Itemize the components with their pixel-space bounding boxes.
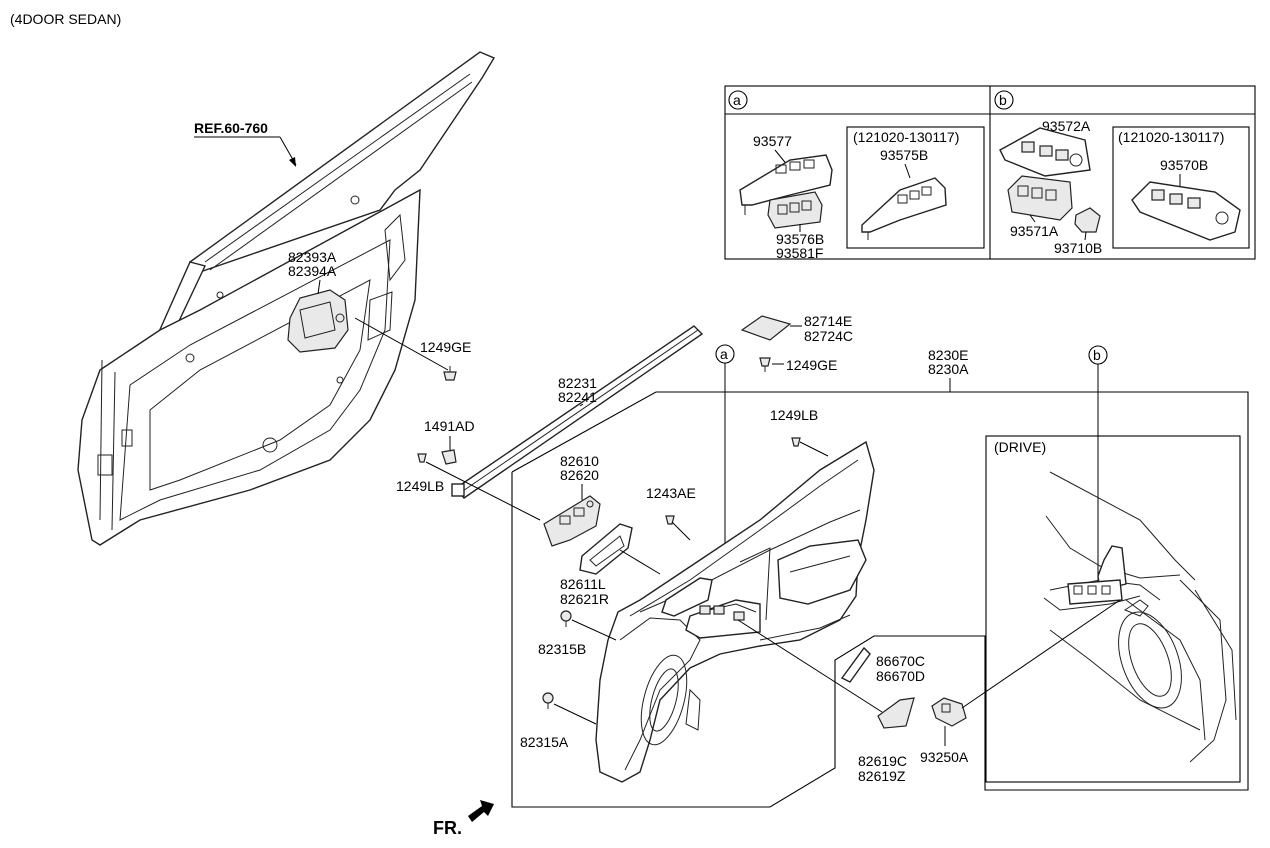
reflector-86670c <box>840 646 871 683</box>
label-82619c: 82619C <box>858 753 907 769</box>
label-93577: 93577 <box>753 133 792 149</box>
switch-bezel-93575b <box>861 177 947 240</box>
inside-handle-82610 <box>543 495 601 547</box>
label-86670c: 86670C <box>876 653 925 669</box>
screw-1249ge-top <box>759 357 771 372</box>
handle-bezel-82611l <box>579 523 633 575</box>
page-title: (4DOOR SEDAN) <box>10 11 121 27</box>
inset-a-marker: a <box>733 92 741 108</box>
label-1491ad: 1491AD <box>424 418 475 434</box>
label-1249ge-top: 1249GE <box>786 357 837 373</box>
switch-93250a <box>931 697 967 727</box>
label-93570b: 93570B <box>1160 157 1208 173</box>
label-8230a: 8230A <box>928 361 969 377</box>
door-trim-panel <box>595 440 875 783</box>
label-82394a: 82394A <box>288 263 337 279</box>
label-82621r: 82621R <box>560 591 609 607</box>
clip-82315b <box>560 610 572 627</box>
weatherstrip-82231 <box>451 325 704 499</box>
trim-assembly-boundary <box>511 391 1249 808</box>
label-82231: 82231 <box>558 375 597 391</box>
label-93572a: 93572A <box>1042 118 1091 134</box>
label-93576b: 93576B <box>776 231 824 247</box>
label-1243ae: 1243AE <box>646 485 696 501</box>
label-82620: 82620 <box>560 467 599 483</box>
label-1249lb-right: 1249LB <box>770 407 818 423</box>
switch-assembly-93570b <box>1131 181 1241 241</box>
switch-93571a <box>1007 175 1073 221</box>
inset-b-date-range: (121020-130117) <box>1118 129 1224 145</box>
label-93575b: 93575B <box>880 147 928 163</box>
drive-inset-frame <box>985 435 1241 783</box>
label-82714e: 82714E <box>804 313 852 329</box>
label-82241: 82241 <box>558 389 597 405</box>
ref-callout: REF.60-760 <box>194 120 297 167</box>
clip-1249lb-right <box>791 437 801 447</box>
inset-b-marker: b <box>999 92 1007 108</box>
callout-a: a <box>720 346 728 362</box>
label-86670d: 86670D <box>876 668 925 684</box>
label-82611l: 82611L <box>560 576 606 592</box>
switch-93576b <box>767 191 823 229</box>
label-82619z: 82619Z <box>858 768 906 784</box>
switch-bezel-93577 <box>739 154 833 215</box>
label-93581f: 93581F <box>776 245 823 261</box>
label-8230e: 8230E <box>928 347 968 363</box>
label-82315a: 82315A <box>520 734 569 750</box>
front-direction-indicator: FR. <box>433 800 494 838</box>
cover-82619c <box>877 697 915 729</box>
label-1249ge-left: 1249GE <box>420 339 471 355</box>
door-inner-panel <box>77 51 496 546</box>
door-module-82393a <box>287 289 349 353</box>
callout-b: b <box>1093 347 1101 363</box>
label-82610: 82610 <box>560 453 599 469</box>
front-arrow-icon <box>468 800 494 822</box>
label-82315b: 82315B <box>538 641 586 657</box>
label-82393a: 82393A <box>288 249 337 265</box>
label-93571a: 93571A <box>1010 223 1059 239</box>
screw-1249ge-left <box>443 366 457 381</box>
pad-82714e <box>740 315 792 341</box>
drive-side-trim-detail <box>1043 471 1237 763</box>
fr-label: FR. <box>433 818 462 838</box>
label-93250a: 93250A <box>920 749 969 765</box>
label-1249lb-left: 1249LB <box>396 478 444 494</box>
ref-label: REF.60-760 <box>194 120 268 136</box>
label-93710b: 93710B <box>1054 240 1102 256</box>
switch-assembly-93572a <box>999 127 1091 177</box>
clip-1491ad <box>441 449 457 465</box>
switch-93710b <box>1074 207 1101 233</box>
inset-a-date-range: (121020-130117) <box>853 129 959 145</box>
clip-1249lb-left <box>417 453 427 463</box>
drive-label: (DRIVE) <box>994 439 1046 455</box>
clip-82315a <box>542 692 554 709</box>
switch-inset-table <box>724 85 1256 260</box>
label-82724c: 82724C <box>804 328 853 344</box>
